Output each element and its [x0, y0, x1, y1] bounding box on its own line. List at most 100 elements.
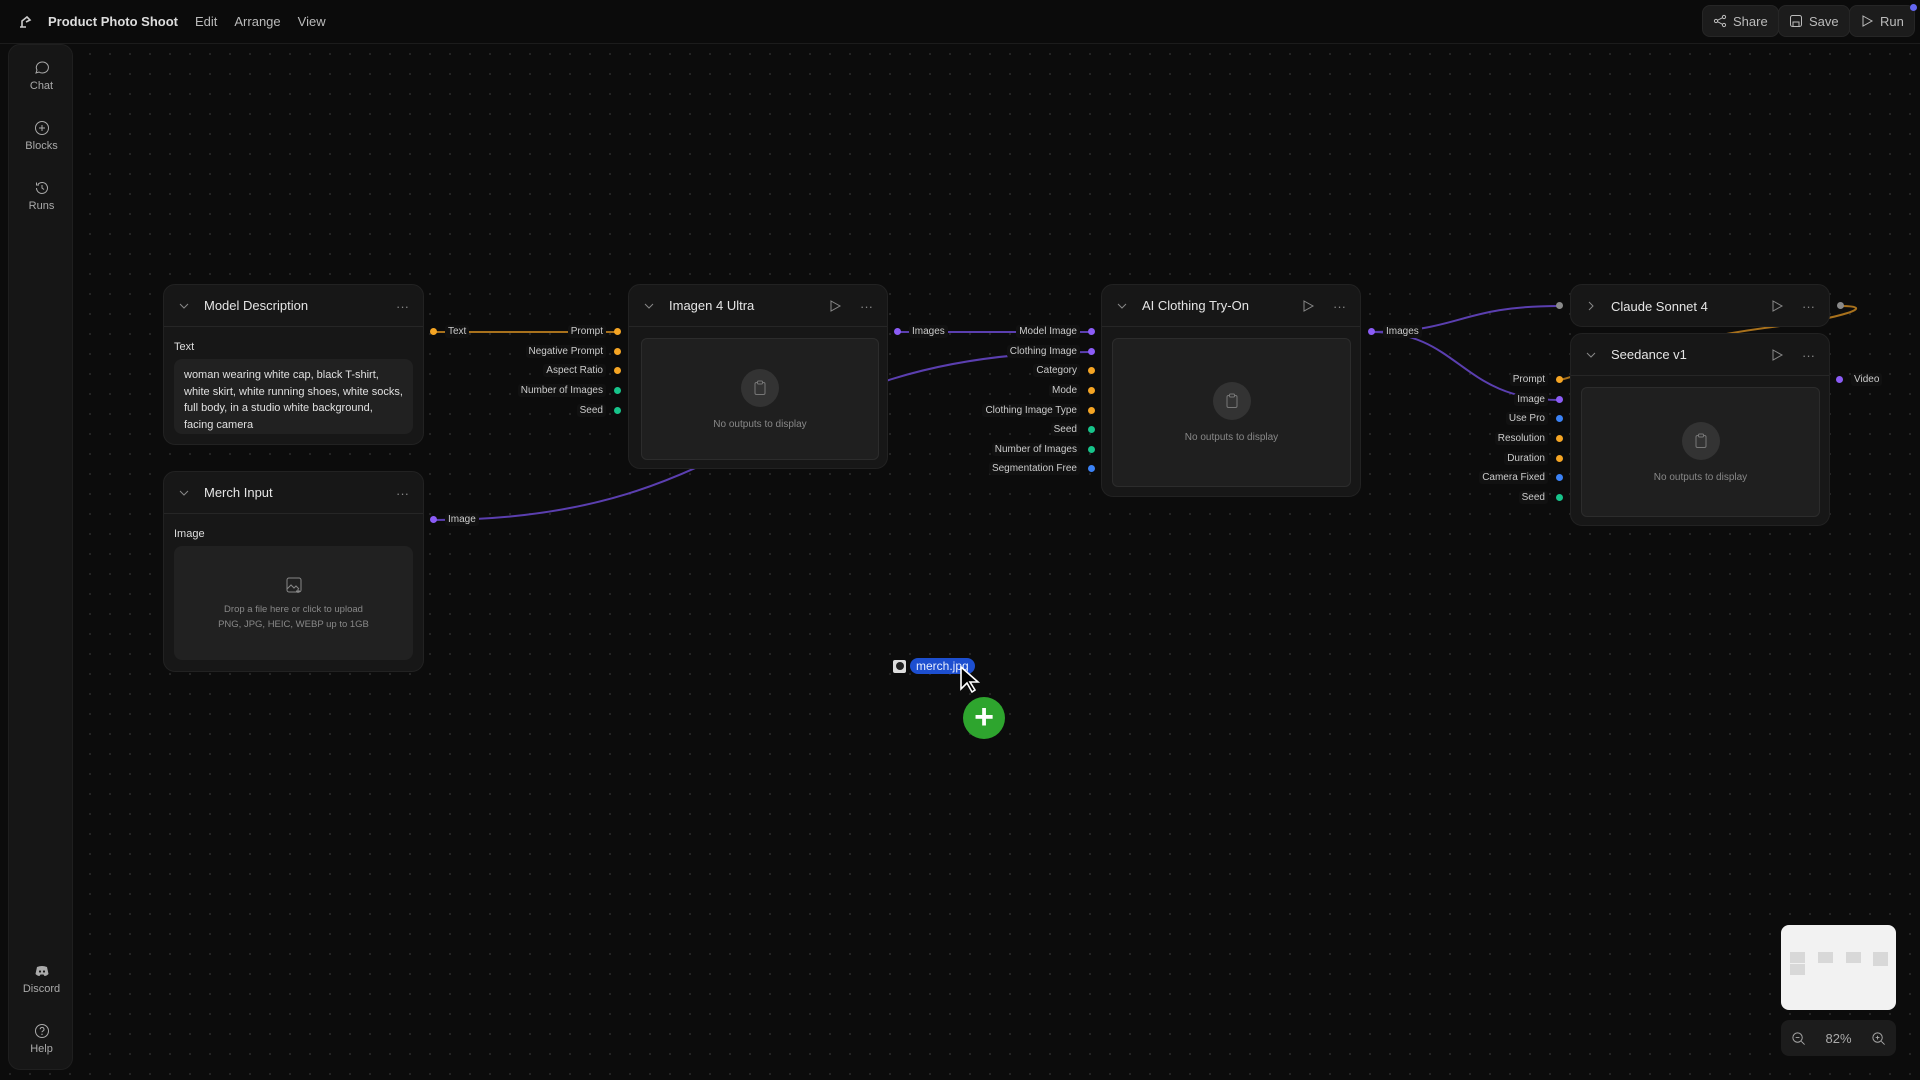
output-port-image[interactable]: Image	[430, 510, 479, 530]
input-port[interactable]: Use Pro	[1479, 409, 1563, 429]
port-dot[interactable]	[1088, 426, 1095, 434]
play-icon[interactable]	[1301, 299, 1315, 313]
port-dot[interactable]	[1088, 465, 1095, 473]
minimap[interactable]	[1781, 925, 1896, 1010]
claude-input-port[interactable]	[1556, 302, 1563, 309]
node-header[interactable]: Claude Sonnet 4 ···	[1571, 285, 1829, 327]
node-merch-input[interactable]: Merch Input ··· Image Drop a file here o…	[163, 471, 424, 672]
run-button[interactable]: Run	[1849, 5, 1915, 37]
port-dot[interactable]	[430, 328, 437, 336]
input-port[interactable]: Camera Fixed	[1479, 468, 1563, 488]
project-title[interactable]: Product Photo Shoot	[48, 14, 178, 29]
input-port[interactable]: Negative Prompt	[518, 342, 621, 362]
workflow-canvas[interactable]	[0, 44, 1920, 1080]
port-dot[interactable]	[894, 328, 901, 336]
input-port[interactable]: Aspect Ratio	[518, 361, 621, 381]
node-imagen-4-ultra[interactable]: Imagen 4 Ultra ··· No outputs to display	[628, 284, 888, 469]
port-dot[interactable]	[1556, 474, 1563, 482]
port-dot[interactable]	[1088, 328, 1095, 336]
port-dot[interactable]	[1556, 415, 1563, 423]
chevron-down-icon[interactable]	[178, 300, 190, 312]
input-port[interactable]: Segmentation Free	[982, 459, 1095, 479]
chevron-down-icon[interactable]	[1585, 349, 1597, 361]
output-port-images[interactable]: Images	[1368, 322, 1422, 342]
input-port[interactable]: Duration	[1479, 448, 1563, 468]
port-dot[interactable]	[1556, 395, 1563, 403]
port-dot[interactable]	[1836, 376, 1843, 384]
share-button[interactable]: Share	[1702, 5, 1779, 37]
sidebar-item-blocks[interactable]: Blocks	[9, 120, 74, 152]
zoom-in-icon[interactable]	[1871, 1031, 1886, 1046]
port-dot[interactable]	[1088, 387, 1095, 395]
node-header[interactable]: Merch Input ···	[164, 472, 423, 514]
port-dot[interactable]	[430, 516, 437, 524]
more-icon[interactable]: ···	[396, 485, 409, 501]
input-port[interactable]: Resolution	[1479, 429, 1563, 449]
input-port[interactable]: Image	[1479, 390, 1563, 410]
menu-arrange[interactable]: Arrange	[234, 14, 281, 29]
more-icon[interactable]: ···	[396, 298, 409, 314]
zoom-level[interactable]: 82%	[1825, 1030, 1852, 1046]
input-port[interactable]: Seed	[518, 400, 621, 420]
sidebar-item-help[interactable]: Help	[9, 1023, 74, 1055]
more-icon[interactable]: ···	[1802, 298, 1815, 314]
sidebar-item-discord[interactable]: Discord	[9, 963, 74, 995]
node-header[interactable]: Imagen 4 Ultra ···	[629, 285, 887, 327]
node-claude-sonnet-4[interactable]: Claude Sonnet 4 ···	[1570, 284, 1830, 327]
node-header[interactable]: AI Clothing Try-On ···	[1102, 285, 1360, 327]
input-port[interactable]: Prompt	[518, 322, 621, 342]
claude-output-port[interactable]	[1837, 302, 1844, 309]
node-ai-clothing-try-on[interactable]: AI Clothing Try-On ··· No outputs to dis…	[1101, 284, 1361, 497]
chevron-down-icon[interactable]	[1116, 300, 1128, 312]
chevron-right-icon[interactable]	[1585, 300, 1597, 312]
sidebar-item-chat[interactable]: Chat	[9, 60, 74, 92]
port-dot[interactable]	[1556, 493, 1563, 501]
input-port[interactable]: Prompt	[1479, 370, 1563, 390]
input-port[interactable]: Clothing Image Type	[982, 400, 1095, 420]
input-port[interactable]: Seed	[1479, 488, 1563, 508]
text-input[interactable]: woman wearing white cap, black T-shirt, …	[174, 359, 413, 434]
chevron-down-icon[interactable]	[178, 487, 190, 499]
node-header[interactable]: Seedance v1 ···	[1571, 334, 1829, 376]
play-icon[interactable]	[828, 299, 842, 313]
output-port-images[interactable]: Images	[894, 322, 948, 342]
save-button[interactable]: Save	[1778, 5, 1850, 37]
port-dot[interactable]	[1088, 406, 1095, 414]
menu-edit[interactable]: Edit	[194, 14, 218, 29]
file-drop-zone[interactable]: Drop a file here or click to upload PNG,…	[174, 546, 413, 660]
port-dot[interactable]	[614, 367, 621, 375]
port-dot[interactable]	[1556, 435, 1563, 443]
more-icon[interactable]: ···	[860, 298, 873, 314]
input-port[interactable]: Number of Images	[982, 440, 1095, 460]
input-port[interactable]: Clothing Image	[982, 342, 1095, 362]
output-port-text[interactable]: Text	[430, 322, 470, 342]
input-port[interactable]: Category	[982, 361, 1095, 381]
output-port-video[interactable]: Video	[1836, 370, 1883, 390]
port-dot[interactable]	[614, 387, 621, 395]
more-icon[interactable]: ···	[1802, 347, 1815, 363]
port-dot[interactable]	[1556, 376, 1563, 384]
input-port[interactable]: Model Image	[982, 322, 1095, 342]
input-port[interactable]: Number of Images	[517, 381, 621, 401]
input-port[interactable]: Mode	[982, 381, 1095, 401]
lamp-logo-icon[interactable]	[17, 13, 33, 29]
port-dot[interactable]	[1088, 367, 1095, 375]
port-dot[interactable]	[614, 406, 621, 414]
menu-view[interactable]: View	[297, 14, 326, 29]
node-header[interactable]: Model Description ···	[164, 285, 423, 327]
port-dot[interactable]	[1368, 328, 1375, 336]
sidebar-item-runs[interactable]: Runs	[9, 180, 74, 212]
play-icon[interactable]	[1770, 299, 1784, 313]
input-port[interactable]: Seed	[982, 420, 1095, 440]
port-dot[interactable]	[614, 328, 621, 336]
node-model-description[interactable]: Model Description ··· Text woman wearing…	[163, 284, 424, 445]
more-icon[interactable]: ···	[1333, 298, 1346, 314]
play-icon[interactable]	[1770, 348, 1784, 362]
port-dot[interactable]	[1088, 347, 1095, 355]
zoom-out-icon[interactable]	[1791, 1031, 1806, 1046]
node-seedance-v1[interactable]: Seedance v1 ··· No outputs to display	[1570, 333, 1830, 526]
port-dot[interactable]	[614, 347, 621, 355]
port-dot[interactable]	[1556, 454, 1563, 462]
chevron-down-icon[interactable]	[643, 300, 655, 312]
port-dot[interactable]	[1088, 445, 1095, 453]
